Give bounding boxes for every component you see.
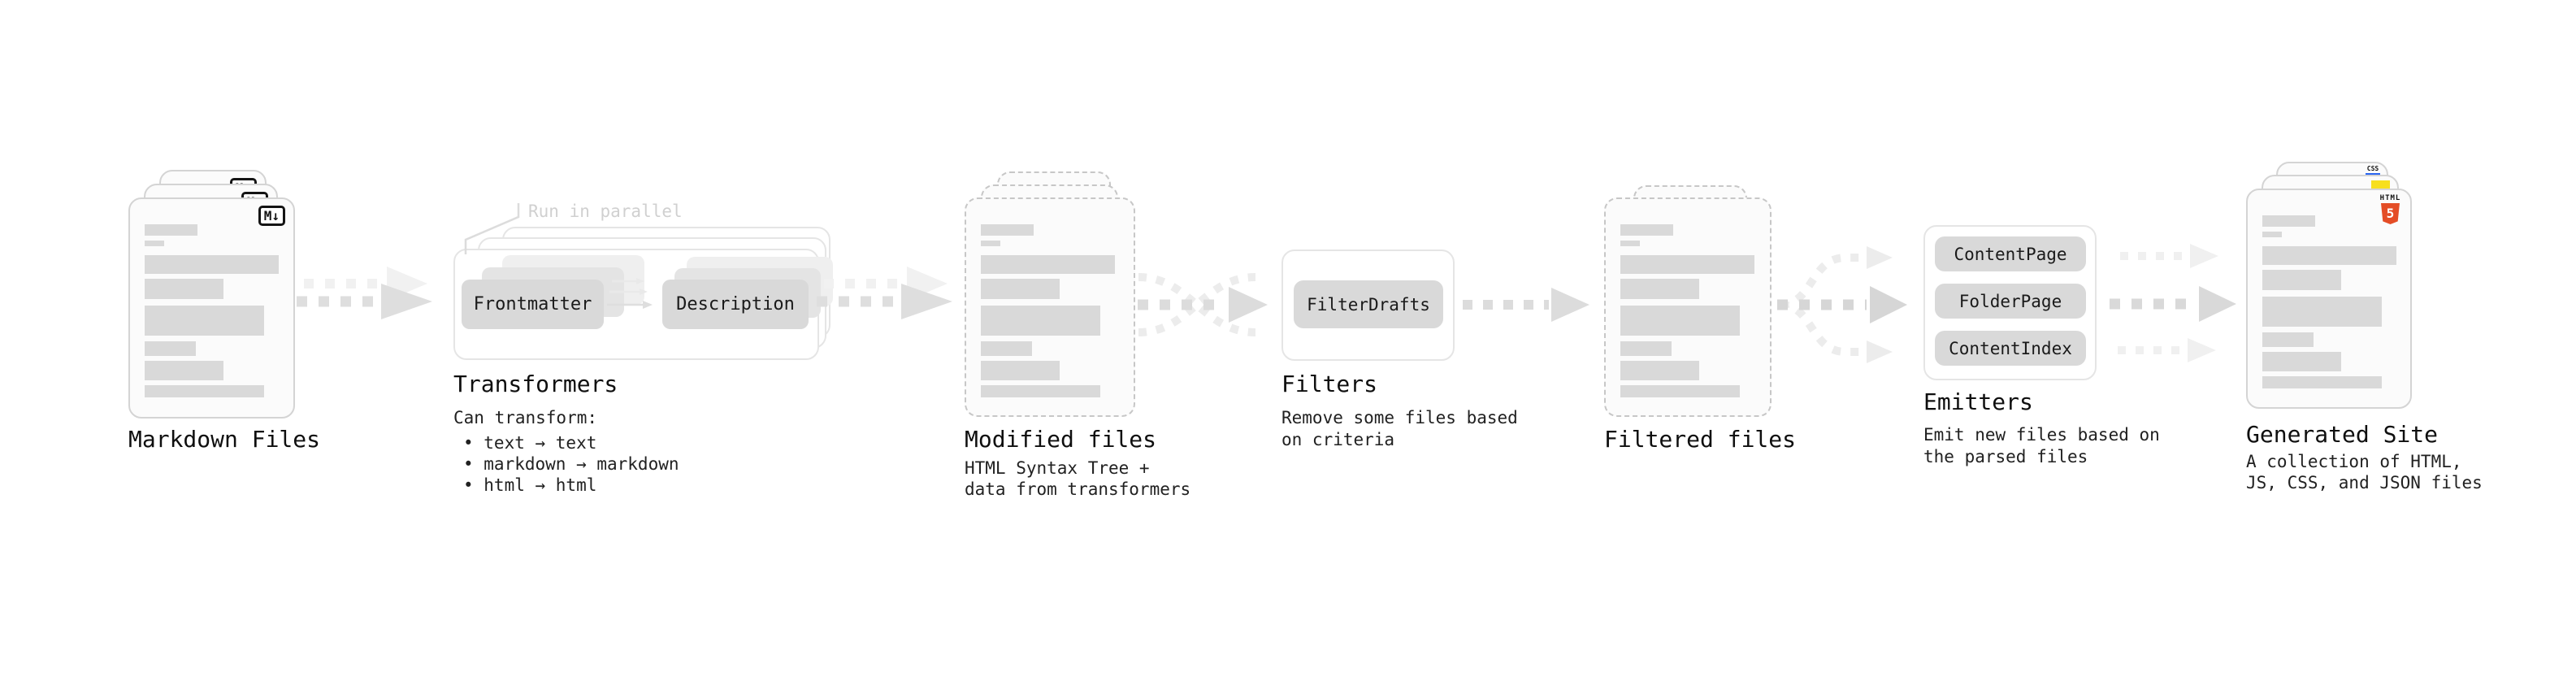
stage-label-generated-site: Generated Site	[2246, 421, 2439, 448]
text-placeholder-bar	[1620, 279, 1699, 299]
stage-label-markdown-files: Markdown Files	[128, 426, 321, 453]
flow-arrow-icon	[2120, 244, 2218, 268]
stage-label-filtered-files: Filtered files	[1604, 426, 1797, 453]
emitters-desc-line: Emit new files based on	[1923, 425, 2160, 445]
css-icon-label: CSS	[2366, 165, 2379, 172]
generated-file-card-front: HTML 5	[2246, 189, 2412, 409]
text-placeholder-bar	[1620, 341, 1672, 356]
html5-icon: HTML 5	[2379, 194, 2401, 224]
stage-label-modified-files: Modified files	[965, 426, 1157, 453]
text-placeholder-bar	[981, 241, 1000, 246]
transformers-bullet: • html → html	[463, 475, 597, 495]
text-placeholder-bar	[145, 241, 164, 246]
filters-desc-line: Remove some files based	[1281, 408, 1518, 427]
transformers-bullet: • text → text	[463, 433, 597, 453]
transformer-description-box: Description	[662, 280, 809, 329]
text-placeholder-bar	[981, 255, 1115, 274]
text-placeholder-bar	[145, 306, 264, 336]
flow-arrow-icon	[1463, 288, 1589, 322]
text-placeholder-bar	[981, 279, 1060, 299]
flow-arrow-icon	[2118, 338, 2216, 362]
text-placeholder-bar	[2262, 376, 2382, 388]
filtered-file-card-front	[1604, 197, 1772, 417]
emitters-desc-line: the parsed files	[1923, 447, 2088, 466]
text-placeholder-bar	[145, 279, 223, 299]
emitter-content-page-box: ContentPage	[1935, 236, 2086, 271]
text-placeholder-bar	[2262, 215, 2315, 227]
html5-icon-label: HTML	[2379, 194, 2401, 202]
fan-in-arrow-icon	[1138, 273, 1268, 336]
text-placeholder-bar	[981, 361, 1060, 380]
stage-label-emitters: Emitters	[1923, 388, 2033, 415]
filter-drafts-box: FilterDrafts	[1294, 280, 1443, 328]
text-placeholder-bar	[2262, 232, 2282, 237]
text-placeholder-bar	[2262, 297, 2382, 327]
emitter-folder-page-box: FolderPage	[1935, 284, 2086, 319]
modified-file-card-front	[965, 197, 1135, 417]
filters-desc-line: on criteria	[1281, 430, 1395, 449]
fan-out-arrow-icon	[1777, 246, 1907, 363]
text-placeholder-bar	[2262, 270, 2341, 290]
text-placeholder-bar	[981, 385, 1100, 397]
text-placeholder-bar	[2262, 332, 2314, 347]
transformers-desc-title: Can transform:	[453, 408, 598, 427]
flow-arrow-icon	[817, 267, 952, 319]
transformers-bullet: • markdown → markdown	[463, 454, 679, 474]
text-placeholder-bar	[145, 341, 196, 356]
generated-desc-line: A collection of HTML,	[2246, 452, 2462, 471]
generated-desc-line: JS, CSS, and JSON files	[2246, 473, 2483, 492]
text-placeholder-bar	[1620, 385, 1740, 397]
css-icon: CSS	[2366, 166, 2380, 176]
text-placeholder-bar	[981, 224, 1034, 236]
stage-label-transformers: Transformers	[453, 371, 618, 397]
text-placeholder-bar	[2262, 352, 2341, 371]
text-placeholder-bar	[1620, 255, 1754, 274]
flow-arrow-icon	[297, 267, 432, 319]
run-in-parallel-annotation: Run in parallel	[528, 202, 683, 221]
parallel-callout-line	[464, 203, 520, 254]
markdown-file-card-front: M↓	[128, 197, 295, 419]
css-icon-underline	[2366, 173, 2380, 176]
stage-label-filters: Filters	[1281, 371, 1378, 397]
text-placeholder-bar	[1620, 306, 1740, 336]
text-placeholder-bar	[2262, 246, 2396, 265]
parallel-mini-arrows-icon	[607, 278, 653, 309]
text-placeholder-bar	[145, 255, 279, 274]
modified-desc-line: data from transformers	[965, 479, 1191, 499]
text-placeholder-bar	[1620, 224, 1673, 236]
text-placeholder-bar	[145, 361, 223, 380]
html5-icon-shield: 5	[2381, 203, 2400, 224]
markdown-icon: M↓	[258, 206, 285, 226]
transformer-frontmatter-box: Frontmatter	[462, 280, 604, 329]
text-placeholder-bar	[145, 224, 197, 236]
text-placeholder-bar	[981, 306, 1100, 336]
text-placeholder-bar	[1620, 361, 1699, 380]
text-placeholder-bar	[1620, 241, 1640, 246]
emitter-content-index-box: ContentIndex	[1935, 331, 2086, 366]
text-placeholder-bar	[145, 385, 264, 397]
flow-arrow-icon	[2110, 286, 2236, 322]
modified-desc-line: HTML Syntax Tree +	[965, 458, 1150, 478]
text-placeholder-bar	[981, 341, 1032, 356]
